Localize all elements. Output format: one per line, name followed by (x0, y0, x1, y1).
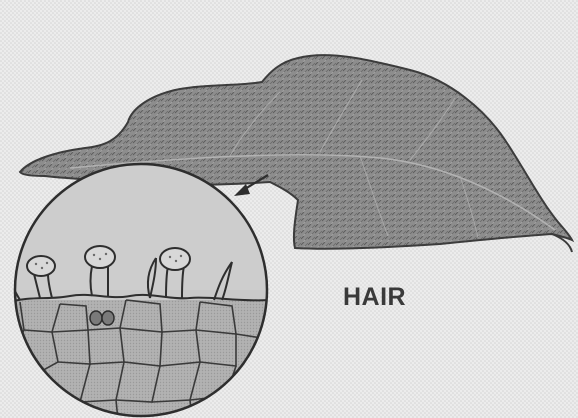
hair-label: HAIR (343, 283, 406, 312)
